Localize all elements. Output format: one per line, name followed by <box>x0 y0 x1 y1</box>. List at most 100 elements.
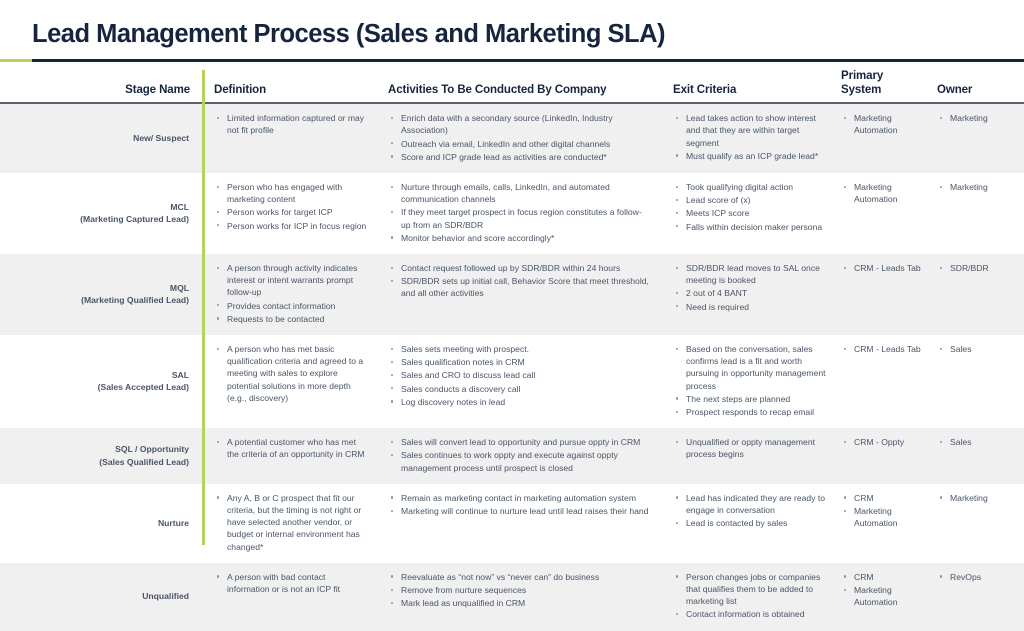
owner-cell: Marketing <box>930 172 1024 254</box>
bullet-item: Remain as marketing contact in marketing… <box>389 492 650 504</box>
bullet-item: CRM <box>842 492 924 504</box>
bullet-item: A person through activity indicates inte… <box>215 262 367 299</box>
primary-system-cell: CRM - Oppty <box>838 428 930 484</box>
column-header-primary-system-line1: Primary <box>841 70 884 83</box>
column-header-exit-criteria: Exit Criteria <box>673 83 737 96</box>
stage-name-sublabel: (Sales Qualified Lead) <box>99 456 189 467</box>
bullet-item: Sales conducts a discovery call <box>389 383 650 395</box>
title-block: Lead Management Process (Sales and Marke… <box>0 0 1024 48</box>
table-row: MQL(Marketing Qualified Lead) A person th… <box>0 254 1024 336</box>
activities-cell: Nurture through emails, calls, LinkedIn,… <box>375 172 660 254</box>
bullet-item: Any A, B or C prospect that fit our crit… <box>215 492 367 553</box>
header-rule-line <box>0 102 1024 105</box>
table-row: SQL / Opportunity(Sales Qualified Lead)A… <box>0 428 1024 484</box>
definition-list: Person who has engaged with marketing co… <box>215 181 367 232</box>
process-table-area: Stage Name Definition Activities To Be C… <box>0 70 1024 631</box>
exit-criteria-cell: Person changes jobs or companies that qu… <box>660 562 838 631</box>
primary-system-list: CRM - Leads Tab <box>842 343 924 355</box>
exit-criteria-list: Based on the conversation, sales confirm… <box>674 343 830 418</box>
primary-system-cell: CRM - Leads Tab <box>838 254 930 336</box>
owner-list: Sales <box>938 436 1018 448</box>
definition-list: Any A, B or C prospect that fit our crit… <box>215 492 367 553</box>
activities-list: Enrich data with a secondary source (Lin… <box>389 112 650 163</box>
owner-list: Marketing <box>938 181 1018 193</box>
bullet-item: Based on the conversation, sales confirm… <box>674 343 830 392</box>
definition-cell: Any A, B or C prospect that fit our crit… <box>202 483 375 563</box>
bullet-item: Log discovery notes in lead <box>389 396 650 408</box>
stage-column-divider <box>202 70 205 546</box>
definition-list: A potential customer who has met the cri… <box>215 436 367 460</box>
column-header-definition: Definition <box>214 83 267 96</box>
stage-name-cell: Unqualified <box>0 562 202 631</box>
definition-list: A person who has met basic qualification… <box>215 343 367 404</box>
bullet-item: Sales will convert lead to opportunity a… <box>389 436 650 448</box>
column-header-primary-system: Primary System <box>838 70 930 102</box>
bullet-item: CRM - Leads Tab <box>842 262 924 274</box>
bullet-item: Lead is contacted by sales <box>674 517 830 529</box>
bullet-item: Person works for target ICP <box>215 206 367 218</box>
activities-cell: Remain as marketing contact in marketing… <box>375 483 660 563</box>
exit-criteria-list: Unqualified or oppty management process … <box>674 436 830 460</box>
table-row: New/ Suspect Limited information captured… <box>0 104 1024 173</box>
owner-cell: SDR/BDR <box>930 254 1024 336</box>
table-row: SAL(Sales Accepted Lead)A person who has… <box>0 335 1024 429</box>
definition-cell: A potential customer who has met the cri… <box>202 428 375 484</box>
bullet-item: Lead has indicated they are ready to eng… <box>674 492 830 516</box>
activities-cell: Contact request followed up by SDR/BDR w… <box>375 254 660 336</box>
bullet-item: Limited information captured or may not … <box>215 112 367 136</box>
stage-name-cell: MQL(Marketing Qualified Lead) <box>0 254 202 336</box>
stage-name-label: New/ Suspect <box>133 132 189 143</box>
bullet-item: Falls within decision maker persona <box>674 221 830 233</box>
activities-list: Contact request followed up by SDR/BDR w… <box>389 262 650 300</box>
exit-criteria-cell: Based on the conversation, sales confirm… <box>660 335 838 429</box>
bullet-item: Prospect responds to recap email <box>674 406 830 418</box>
owner-cell: Sales <box>930 428 1024 484</box>
stage-name-label: Nurture <box>157 517 189 528</box>
column-header-primary-system-line2: System <box>841 83 882 96</box>
bullet-item: Took qualifying digital action <box>674 181 830 193</box>
definition-cell: Person who has engaged with marketing co… <box>202 172 375 254</box>
bullet-item: CRM - Oppty <box>842 436 924 448</box>
bullet-item: Person changes jobs or companies that qu… <box>674 571 830 608</box>
bullet-item: CRM <box>842 571 924 583</box>
lead-management-table: Stage Name Definition Activities To Be C… <box>0 70 1024 631</box>
bullet-item: Marketing Automation <box>842 505 924 529</box>
bullet-item: SDR/BDR <box>938 262 1018 274</box>
owner-list: Marketing <box>938 492 1018 504</box>
activities-list: Sales will convert lead to opportunity a… <box>389 436 650 474</box>
definition-cell: A person through activity indicates inte… <box>202 254 375 336</box>
owner-list: RevOps <box>938 571 1018 583</box>
definition-list: A person with bad contact information or… <box>215 571 367 595</box>
exit-criteria-cell: Unqualified or oppty management process … <box>660 428 838 484</box>
bullet-item: Lead takes action to show interest and t… <box>674 112 830 149</box>
bullet-item: Contact information is obtained <box>674 608 830 620</box>
table-row: MCL(Marketing Captured Lead)Person who h… <box>0 172 1024 254</box>
exit-criteria-list: SDR/BDR lead moves to SAL once meeting i… <box>674 262 830 313</box>
bullet-item: Lead score of (x) <box>674 194 830 206</box>
bullet-item: Marketing <box>938 181 1018 193</box>
column-header-activities: Activities To Be Conducted By Company <box>388 83 607 96</box>
exit-criteria-cell: Lead takes action to show interest and t… <box>660 104 838 173</box>
bullet-item: Marketing Automation <box>842 181 924 205</box>
page-title: Lead Management Process (Sales and Marke… <box>32 20 666 48</box>
bullet-item: Nurture through emails, calls, LinkedIn,… <box>389 181 650 205</box>
exit-criteria-cell: SDR/BDR lead moves to SAL once meeting i… <box>660 254 838 336</box>
column-header-owner: Owner <box>937 83 973 96</box>
bullet-item: Contact request followed up by SDR/BDR w… <box>389 262 650 274</box>
bullet-item: Sales <box>938 343 1018 355</box>
bullet-item: Score and ICP grade lead as activities a… <box>389 151 650 163</box>
owner-cell: Marketing <box>930 104 1024 173</box>
stage-name-cell: Nurture <box>0 483 202 563</box>
bullet-item: If they meet target prospect in focus re… <box>389 206 650 230</box>
bullet-item: SDR/BDR lead moves to SAL once meeting i… <box>674 262 830 286</box>
activities-cell: Sales will convert lead to opportunity a… <box>375 428 660 484</box>
exit-criteria-list: Lead has indicated they are ready to eng… <box>674 492 830 530</box>
activities-list: Sales sets meeting with prospect.Sales q… <box>389 343 650 408</box>
owner-list: Sales <box>938 343 1018 355</box>
bullet-item: The next steps are planned <box>674 393 830 405</box>
